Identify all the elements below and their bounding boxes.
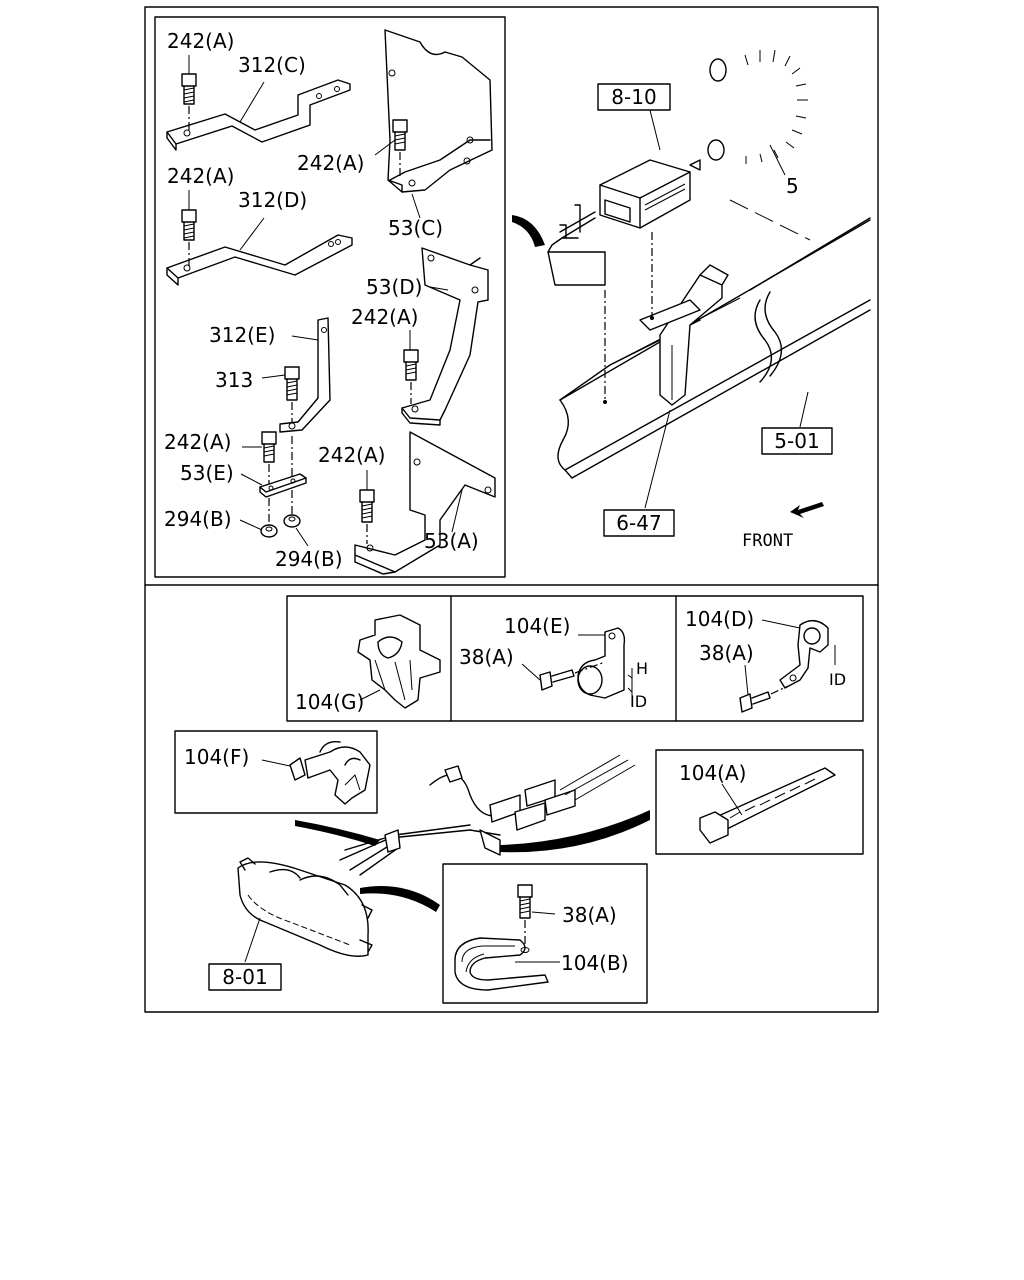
label-104e: 104(E) [504,614,570,638]
label-242a-4: 242(A) [351,305,418,329]
bolt-313 [284,366,300,422]
bracket-53c [384,29,493,193]
plate-53e [259,473,307,498]
label-53a: 53(A) [424,529,479,553]
bolt-242a-6 [359,489,375,544]
bolt-242a-2 [392,119,408,176]
label-312d: 312(D) [238,188,307,212]
label-313: 313 [215,368,253,392]
ref-8-01: 8-01 [222,965,267,989]
label-38a-3: 38(A) [562,903,617,927]
bracket-312c [166,79,351,151]
leader-lines-upper [188,55,809,547]
ref-6-47: 6-47 [616,511,661,535]
dim-id-2: ID [829,670,846,689]
front-arrow-icon [790,502,824,518]
clamp-104b [454,884,549,991]
label-242a-2: 242(A) [297,151,364,175]
pointer-104b [360,886,440,912]
nut-294b-1 [260,524,278,538]
label-53e: 53(E) [180,461,234,485]
bracket-312d [166,234,353,286]
dim-h: H [636,659,648,678]
clamp-104e [539,627,633,706]
module-8-10 [559,159,701,320]
label-294b-1: 294(B) [164,507,232,531]
dim-id-1: ID [630,692,647,711]
corrugated-tube-5 [707,47,813,173]
connector-104f [289,741,371,805]
label-53d: 53(D) [366,275,422,299]
label-53c: 53(C) [388,216,443,240]
label-5: 5 [786,174,799,198]
ref-8-10: 8-10 [611,85,656,109]
ref-5-01: 5-01 [774,429,819,453]
label-242a-3: 242(A) [167,164,234,188]
ref-box-8-01 [208,963,282,991]
harness-assembly [339,754,636,876]
label-312e: 312(E) [209,323,275,347]
rail-piece-6-47 [639,264,729,406]
label-104f: 104(F) [184,745,249,769]
detail-pointer-arrow [512,215,545,247]
label-312c: 312(C) [238,53,306,77]
label-104b: 104(B) [561,951,629,975]
front-label: FRONT [742,531,793,551]
bracket-53d [401,247,489,426]
leader-lines-lower [244,619,801,963]
ref-box-8-10 [597,83,671,111]
label-242a-5: 242(A) [164,430,231,454]
pointer-104f [295,820,380,846]
label-242a-6: 242(A) [318,443,385,467]
clip-104g [357,614,441,709]
diagram-frames [144,6,879,1013]
label-104g: 104(G) [295,690,364,714]
label-104a: 104(A) [679,761,746,785]
ref-box-6-47 [603,509,675,537]
label-38a-1: 38(A) [459,645,514,669]
bolt-242a-1 [181,73,197,130]
bracket-312e [279,317,331,433]
label-242a-1: 242(A) [167,29,234,53]
label-38a-2: 38(A) [699,641,754,665]
cable-tie-104a [699,767,836,844]
ground-bracket [547,204,607,404]
label-294b-2: 294(B) [275,547,343,571]
bolt-242a-5 [261,431,277,486]
clamp-104d [739,620,836,713]
pointer-104a [500,810,650,853]
nut-294b-2 [283,514,301,528]
bolt-242a-4 [403,349,419,404]
label-104d: 104(D) [685,607,754,631]
ref-box-5-01 [761,427,833,455]
bracket-53a [354,431,496,575]
lamp-8-01 [237,857,373,957]
